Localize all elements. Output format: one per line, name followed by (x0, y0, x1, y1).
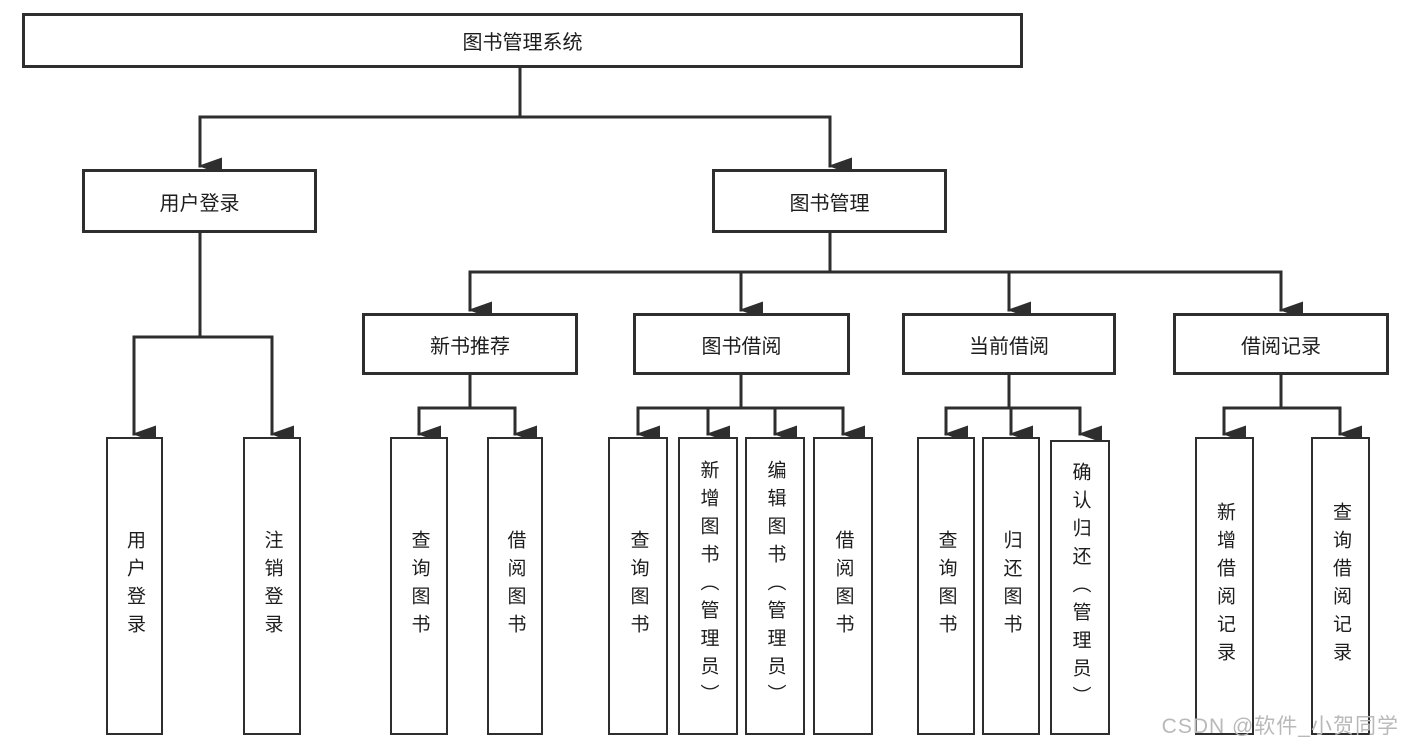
node-root-system: 图书管理系统 (22, 13, 1023, 68)
node-query-books-recommend: 查询图书 (390, 437, 448, 735)
connector-borrow-record-children (1222, 373, 1362, 443)
node-edit-books-admin: 编辑图书（管理员） (745, 437, 805, 735)
node-return-books: 归还图书 (982, 437, 1040, 735)
node-book-borrow: 图书借阅 (633, 313, 850, 375)
connector-root-to-level2 (198, 66, 852, 175)
node-query-books-borrow: 查询图书 (608, 437, 668, 735)
connector-book-borrow-children (636, 373, 865, 443)
node-query-books-current: 查询图书 (917, 437, 975, 735)
connector-user-login-children (132, 231, 294, 443)
node-borrow-record: 借阅记录 (1173, 313, 1389, 375)
node-query-borrow-record: 查询借阅记录 (1311, 437, 1370, 735)
node-new-book-recommend: 新书推荐 (362, 313, 578, 375)
node-book-management: 图书管理 (712, 169, 947, 233)
node-borrow-books-action: 借阅图书 (813, 437, 873, 735)
node-user-login-action: 用户登录 (106, 437, 163, 735)
node-user-login: 用户登录 (82, 169, 317, 233)
node-add-borrow-record: 新增借阅记录 (1195, 437, 1254, 735)
node-borrow-books-recommend: 借阅图书 (487, 437, 543, 735)
connector-book-management-children (468, 231, 1303, 319)
node-logout-action: 注销登录 (243, 437, 301, 735)
node-current-borrow: 当前借阅 (902, 313, 1116, 375)
connector-current-borrow-children (944, 373, 1102, 443)
node-confirm-return-admin: 确认归还（管理员） (1050, 440, 1110, 735)
connector-new-book-children (417, 373, 537, 443)
csdn-watermark: CSDN @软件_小贺同学 (1161, 715, 1399, 738)
node-add-books-admin: 新增图书（管理员） (678, 437, 738, 735)
